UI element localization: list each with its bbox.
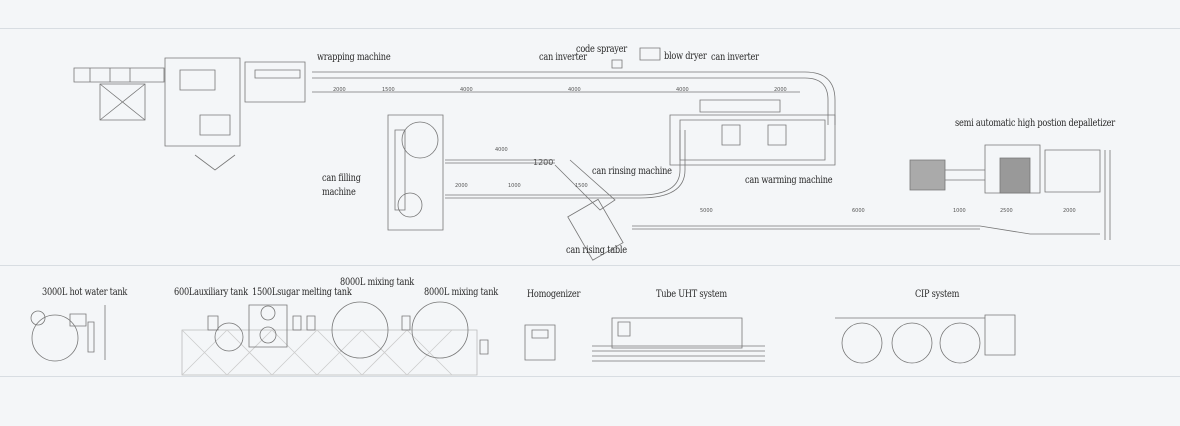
dim-middle: 2000 — [455, 183, 468, 189]
label-blow-dryer: blow dryer — [664, 51, 707, 62]
dim-middle: 1500 — [575, 183, 588, 189]
can-filling-machine-drawing — [388, 115, 443, 230]
label-hot-water-tank: 3000L hot water tank — [42, 287, 128, 298]
label-depalletizer: semi automatic high postion depalletizer — [955, 118, 1115, 129]
dim-middle: 4000 — [495, 147, 508, 153]
dim-bottom: 2500 — [1000, 208, 1013, 214]
middle-separator — [0, 265, 1180, 266]
cip-drawing — [835, 315, 1015, 363]
label-mixing-tank-2: 8000L mixing tank — [424, 287, 498, 298]
tank-section-drawing — [31, 302, 488, 375]
top-conveyor — [312, 48, 835, 125]
dim-bottom: 5000 — [700, 208, 713, 214]
dim-top: 4000 — [460, 87, 473, 93]
label-can-filling-2: machine — [322, 187, 356, 198]
wrapping-area-drawing — [74, 58, 305, 170]
label-can-inverter-2: can inverter — [711, 52, 759, 63]
uht-drawing — [592, 318, 765, 361]
can-warming-machine-drawing — [670, 100, 835, 165]
label-sugar-melting-tank: 1500Lsugar melting tank — [252, 287, 352, 298]
dim-top: 1500 — [382, 87, 395, 93]
label-wrapping-machine: wrapping machine — [317, 52, 391, 63]
dim-top: 2000 — [333, 87, 346, 93]
label-code-sprayer: code sprayer — [576, 44, 627, 55]
label-can-rinsing-machine: can rinsing machine — [592, 166, 672, 177]
dim-bottom: 6000 — [852, 208, 865, 214]
middle-conveyors — [445, 130, 685, 260]
dim-top: 4000 — [676, 87, 689, 93]
top-separator — [0, 28, 1180, 29]
label-homogenizer: Homogenizer — [527, 289, 581, 300]
label-can-inverter-1: can inverter — [539, 52, 587, 63]
bottom-conveyor — [632, 150, 1110, 240]
dim-middle: 1200 — [533, 158, 554, 167]
dim-bottom: 1000 — [953, 208, 966, 214]
label-mixing-tank-1: 8000L mixing tank — [340, 277, 414, 288]
bottom-separator — [0, 376, 1180, 377]
label-auxiliary-tank: 600Lauxiliary tank — [174, 287, 248, 298]
dim-top: 4000 — [568, 87, 581, 93]
label-cip: CIP system — [915, 289, 960, 300]
label-can-filling-1: can filling — [322, 173, 361, 184]
dim-middle: 1000 — [508, 183, 521, 189]
dim-bottom: 2000 — [1063, 208, 1076, 214]
homogenizer-drawing — [525, 325, 555, 360]
dim-top: 2000 — [774, 87, 787, 93]
label-can-rising-table: can rising table — [566, 245, 627, 256]
depalletizer-drawing — [910, 145, 1100, 193]
label-tube-uht: Tube UHT system — [656, 289, 727, 300]
label-can-warming-machine: can warming machine — [745, 175, 833, 186]
